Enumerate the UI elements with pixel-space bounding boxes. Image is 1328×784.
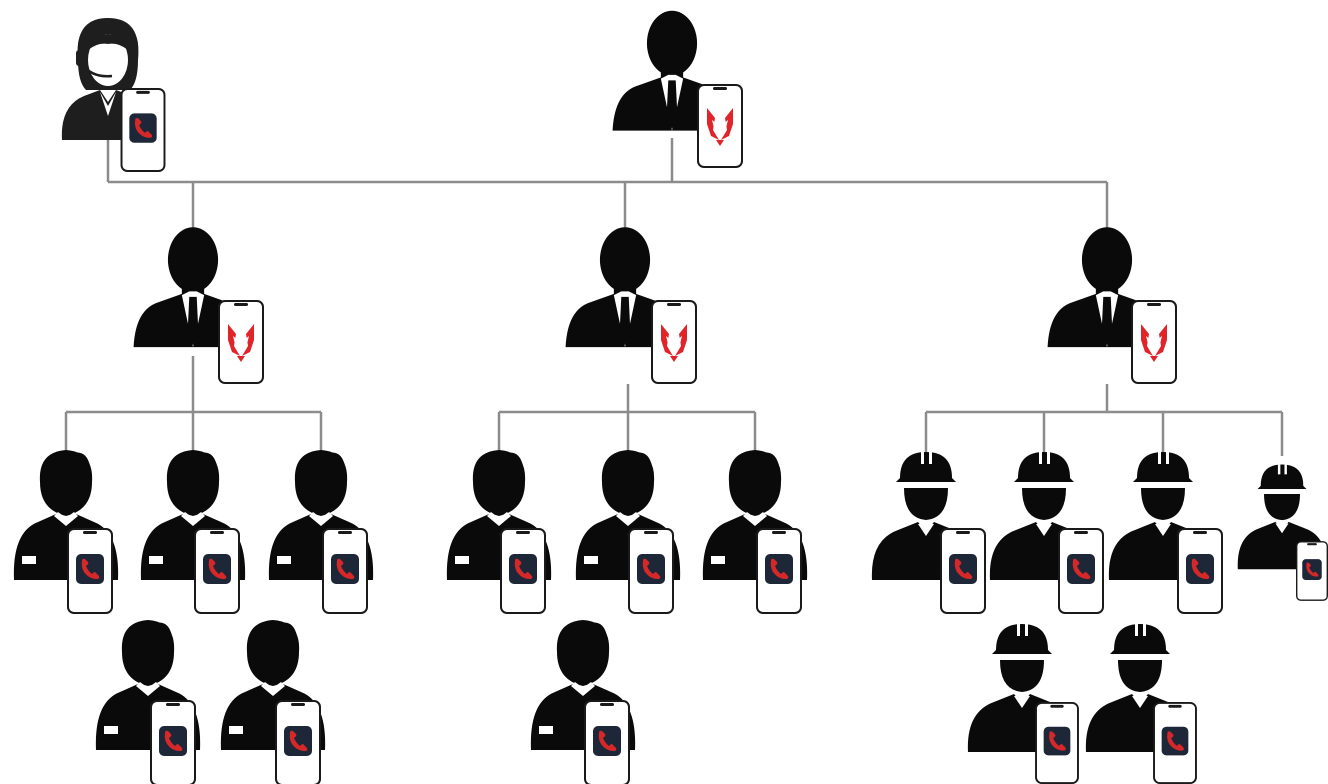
node-staff-1-1	[13, 450, 119, 614]
phone-brand-logo-icon	[1131, 300, 1177, 384]
phone-call-app-icon	[275, 700, 321, 784]
phone-brand-logo-icon	[697, 84, 743, 168]
phone-call-app-icon	[756, 528, 802, 614]
node-worker-3-5	[967, 624, 1079, 784]
node-staff-1-5	[220, 620, 326, 784]
phone-call-app-icon	[1295, 540, 1328, 602]
phone-call-app-icon	[1153, 701, 1197, 784]
org-nodes	[13, 10, 1328, 784]
node-staff-1-2	[140, 450, 246, 614]
phone-call-app-icon	[1035, 701, 1079, 784]
node-worker-3-3	[1108, 452, 1223, 614]
node-manager-1	[133, 227, 264, 384]
phone-brand-logo-icon	[651, 300, 697, 384]
node-staff-1-3	[268, 450, 374, 614]
phone-call-app-icon	[500, 528, 546, 614]
phone-call-app-icon	[67, 528, 113, 614]
node-staff-2-2	[575, 450, 681, 614]
node-worker-3-6	[1085, 624, 1197, 784]
node-manager-2	[565, 227, 697, 384]
node-manager-3	[1047, 227, 1177, 384]
node-worker-3-2	[989, 452, 1104, 614]
node-worker-3-1	[871, 452, 986, 614]
node-staff-2-4	[530, 620, 636, 784]
phone-call-app-icon	[584, 700, 630, 784]
node-staff-2-3	[702, 450, 808, 614]
phone-call-app-icon	[1177, 528, 1223, 614]
phone-call-app-icon	[150, 700, 196, 784]
phone-call-app-icon	[1058, 528, 1104, 614]
phone-brand-logo-icon	[218, 300, 264, 384]
node-staff-2-1	[446, 450, 552, 614]
phone-call-app-icon	[120, 87, 166, 173]
phone-call-app-icon	[322, 528, 368, 614]
node-director	[612, 10, 743, 168]
node-staff-1-4	[95, 620, 201, 784]
node-worker-3-4	[1237, 464, 1328, 602]
phone-call-app-icon	[628, 528, 674, 614]
connector-lines	[64, 138, 1284, 456]
phone-call-app-icon	[194, 528, 240, 614]
phone-call-app-icon	[940, 528, 986, 614]
node-dispatcher	[59, 16, 166, 173]
